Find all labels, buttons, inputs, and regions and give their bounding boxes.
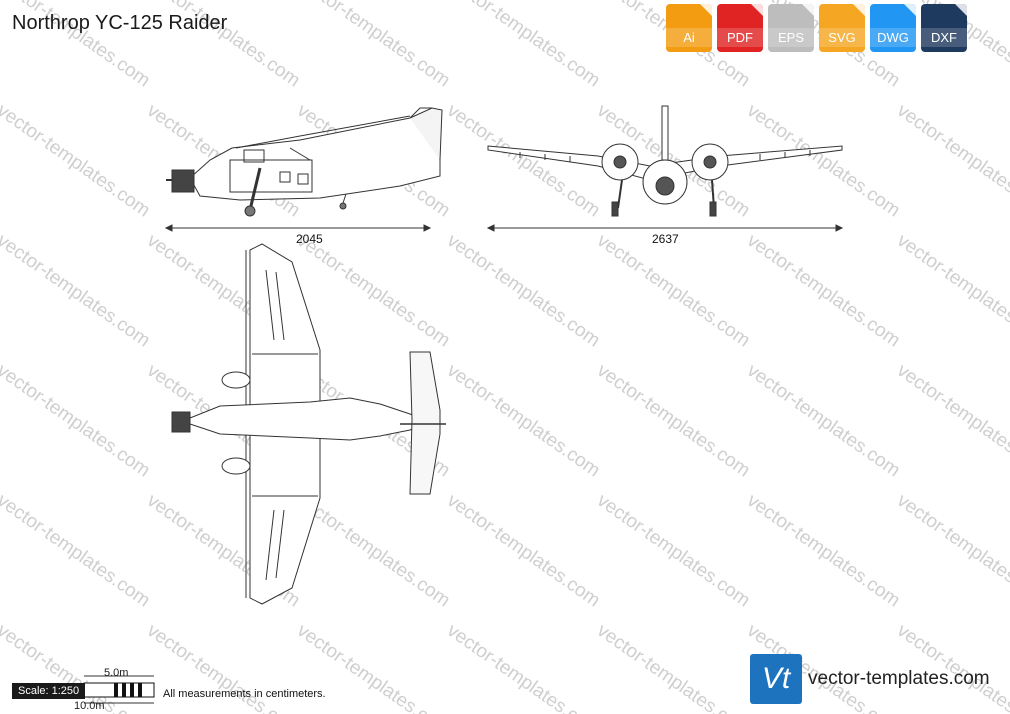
- side-length-label: 2045: [296, 232, 323, 246]
- scale-label: Scale: 1:250: [12, 683, 86, 699]
- side-view: [166, 107, 443, 217]
- eps-file-icon[interactable]: EPS: [768, 4, 814, 52]
- brand-logo[interactable]: Vt: [750, 654, 802, 704]
- format-label: EPS: [768, 28, 814, 47]
- format-icons: Ai PDF EPS SVG DWG DXF: [666, 4, 967, 52]
- measurement-note: All measurements in centimeters.: [163, 688, 326, 700]
- page-title: Northrop YC-125 Raider: [12, 12, 228, 34]
- format-label: DXF: [921, 28, 967, 47]
- dwg-file-icon[interactable]: DWG: [870, 4, 916, 52]
- ai-file-icon[interactable]: Ai: [666, 4, 712, 52]
- scale-bar: [83, 675, 155, 704]
- brand-name[interactable]: vector-templates.com: [808, 668, 990, 689]
- front-view: [487, 105, 843, 217]
- format-label: Ai: [666, 28, 712, 47]
- format-label: PDF: [717, 28, 763, 47]
- scale-full-label: 10.0m: [74, 700, 105, 712]
- front-span-label: 2637: [652, 232, 679, 246]
- svg-file-icon[interactable]: SVG: [819, 4, 865, 52]
- format-label: DWG: [870, 28, 916, 47]
- top-view: [171, 243, 446, 605]
- format-label: SVG: [819, 28, 865, 47]
- pdf-file-icon[interactable]: PDF: [717, 4, 763, 52]
- scale-half-label: 5.0m: [104, 667, 129, 679]
- dxf-file-icon[interactable]: DXF: [921, 4, 967, 52]
